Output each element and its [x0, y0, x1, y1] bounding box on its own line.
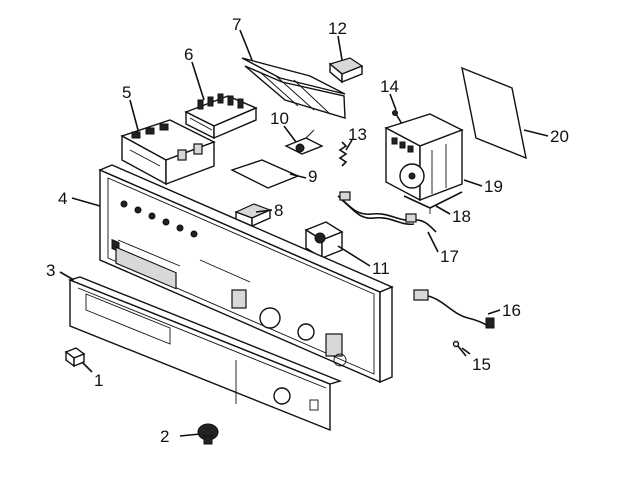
part-5-switch-housing — [120, 119, 216, 186]
part-13-spring — [338, 141, 348, 167]
callout-20: 20 — [550, 127, 569, 146]
callout-3: 3 — [46, 261, 55, 280]
part-18-timer-bracket — [403, 191, 463, 214]
callout-12: 12 — [328, 19, 347, 38]
callout-9: 9 — [308, 167, 317, 186]
part-17-wire-harness — [337, 191, 437, 233]
part-11-motor — [304, 221, 344, 260]
callout-19: 19 — [484, 177, 503, 196]
callout-14: 14 — [380, 77, 399, 96]
part-7-bracket — [241, 57, 346, 119]
callout-11: 11 — [372, 259, 390, 278]
callout-5: 5 — [122, 83, 131, 102]
callout-18: 18 — [452, 207, 471, 226]
part-20-insulation-sheet — [461, 66, 527, 160]
callout-4: 4 — [58, 189, 67, 208]
part-3-front-panel — [67, 276, 343, 432]
part-4-control-panel — [98, 164, 394, 384]
part-10-bracket — [284, 129, 324, 155]
part-15-screw — [452, 340, 467, 357]
callout-1: 1 — [94, 371, 103, 390]
callout-16: 16 — [502, 301, 521, 320]
callout-6: 6 — [184, 45, 193, 64]
callout-7: 7 — [232, 15, 241, 34]
callout-10: 10 — [270, 109, 289, 128]
callout-2: 2 — [160, 427, 169, 446]
leader-lines — [59, 29, 549, 437]
part-1-button — [64, 347, 86, 368]
part-16-power-cord — [413, 289, 495, 329]
callout-13: 13 — [348, 125, 367, 144]
part-9-circuit-board — [230, 159, 300, 189]
callout-labels: 1 2 3 4 5 6 7 8 9 10 11 12 13 14 15 16 1… — [46, 15, 569, 446]
part-2-knob — [197, 423, 219, 445]
part-6-switch-assembly — [184, 93, 258, 140]
part-14-screw — [392, 110, 403, 125]
part-19-timer — [384, 113, 464, 202]
callout-17: 17 — [440, 247, 459, 266]
callout-15: 15 — [472, 355, 491, 374]
part-12-connector — [328, 57, 364, 84]
callout-8: 8 — [274, 201, 283, 220]
